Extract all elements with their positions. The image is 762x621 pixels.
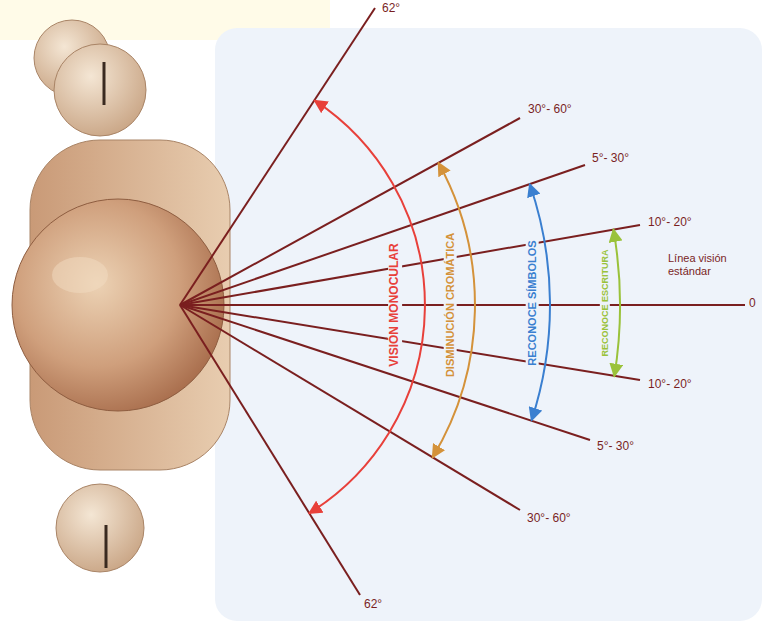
shoulder-ball: [56, 484, 144, 572]
ball-slot: [105, 525, 108, 568]
angle-label: 62°: [364, 598, 382, 612]
angle-label: 30°- 60°: [528, 103, 572, 117]
range-arc: [433, 163, 475, 458]
angle-label: 0: [749, 297, 756, 311]
range-label: DISMINUCIÓN CROMÁTICA: [444, 230, 457, 380]
ball-slot: [103, 62, 106, 105]
range-label: RECONOCE ESCRITURA: [600, 246, 610, 359]
sight-ray: [180, 304, 745, 306]
sight-ray: [180, 118, 520, 305]
sight-ray: [180, 225, 640, 305]
angle-label: 10°- 20°: [648, 216, 692, 230]
range-arc: [309, 100, 425, 513]
sight-ray: [180, 305, 360, 595]
axis-label: Línea visión estándar: [668, 252, 728, 277]
sight-ray: [180, 165, 585, 305]
range-label: RECONOCE SÍMBOLOS: [526, 237, 539, 368]
sight-rays: [180, 8, 745, 595]
angle-label: 5°- 30°: [592, 152, 629, 166]
sight-ray: [180, 305, 640, 380]
angle-label: 10°- 20°: [648, 378, 692, 392]
sight-ray: [180, 8, 375, 305]
shoulder-ball: [54, 44, 146, 136]
angle-label: 30°- 60°: [527, 512, 571, 526]
range-label: VISIÓN MONOCULAR: [388, 240, 402, 369]
head-highlight: [52, 257, 108, 293]
angle-label: 62°: [382, 2, 400, 16]
range-arc: [613, 229, 620, 376]
angle-label: 5°- 30°: [597, 440, 634, 454]
sight-ray: [180, 305, 520, 510]
